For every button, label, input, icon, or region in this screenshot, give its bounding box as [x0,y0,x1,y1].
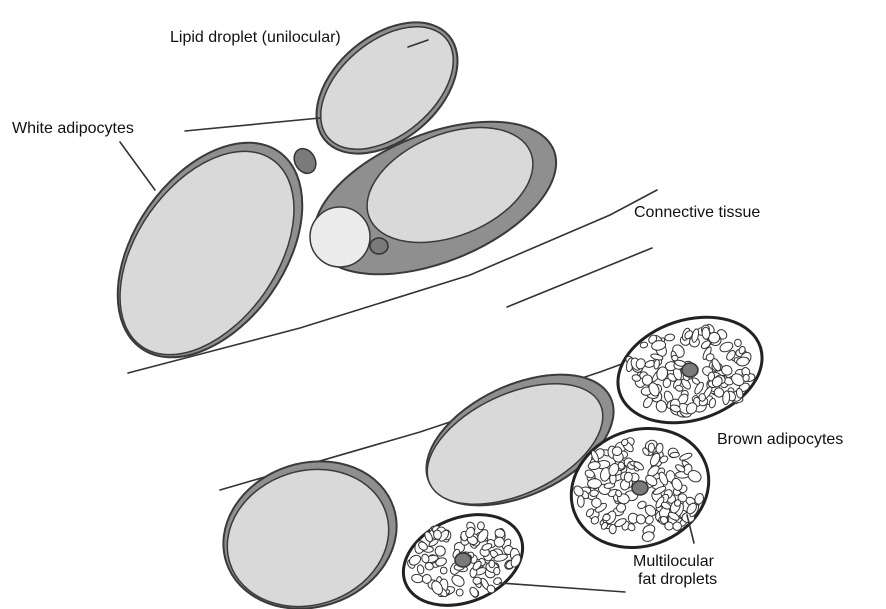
fat-droplet [456,589,463,596]
fat-droplet [702,327,710,339]
nucleus [370,238,388,254]
fat-droplet [648,443,654,452]
label-brown-adipocytes: Brown adipocytes [717,431,843,448]
white-adipocyte-large [80,109,341,392]
multilocular-leader-bottom [500,583,625,592]
small-lipid-droplet [310,207,370,267]
nucleus [455,553,471,567]
white-adipocytes-leader-cell [120,142,155,190]
brown-adipocyte-bottom [390,498,536,609]
white-adipocytes-leader-top [185,118,320,131]
fat-droplet [670,452,680,458]
white-adipocyte-lower-left [204,439,416,609]
nucleus [682,363,698,377]
fat-droplet [699,393,706,401]
fat-droplet [577,496,584,508]
fat-droplet [489,560,495,568]
label-multilocular-line1: Multilocular [633,553,715,570]
label-white-adipocytes: White adipocytes [12,120,134,137]
fat-droplet [473,577,482,585]
label-multilocular-line2: fat droplets [638,571,717,588]
nucleus [632,481,648,495]
fat-droplet [588,479,602,489]
fat-droplet [618,462,625,470]
label-lipid-droplet: Lipid droplet (unilocular) [170,29,341,46]
label-connective-tissue: Connective tissue [634,204,760,221]
fat-droplet [493,567,500,575]
fat-droplet [477,522,484,530]
white-adipocytes-group [80,0,578,391]
connective-tissue-line-middle [507,248,652,307]
brown-adipocyte-top [604,300,776,441]
